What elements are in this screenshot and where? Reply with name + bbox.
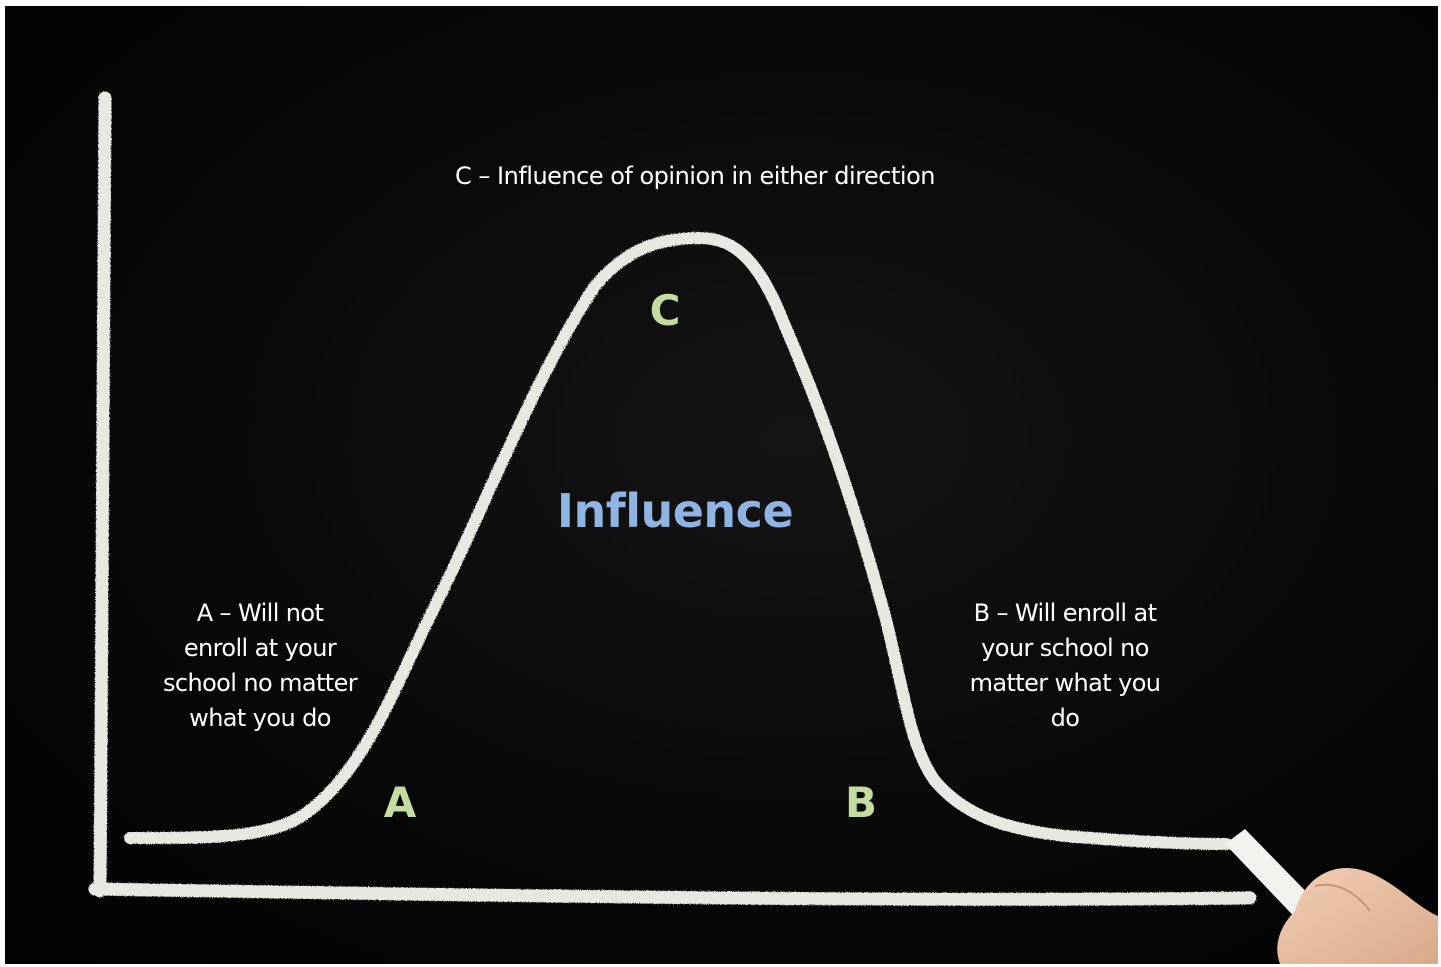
label-c: C <box>649 286 681 335</box>
description-b-line: matter what you <box>969 669 1161 697</box>
influence-label: Influence <box>556 484 794 538</box>
hand-holding-chalk <box>1225 829 1438 964</box>
bell-curve <box>124 232 1233 850</box>
description-b: B – Will enroll at your school no matter… <box>940 596 1190 736</box>
description-a-line: A – Will not <box>196 599 324 627</box>
label-b: B <box>844 778 877 827</box>
description-b-line: your school no <box>981 634 1149 662</box>
description-b-line: B – Will enroll at <box>973 599 1157 627</box>
description-a-line: school no matter <box>162 669 358 697</box>
chalk-drawing <box>88 91 1438 964</box>
description-b-line: do <box>1050 704 1080 732</box>
y-axis <box>93 91 112 898</box>
caption-c: C – Influence of opinion in either direc… <box>455 162 935 190</box>
description-a: A – Will not enroll at your school no ma… <box>140 596 380 736</box>
description-a-line: what you do <box>189 704 331 732</box>
label-a: A <box>383 778 417 827</box>
description-a-line: enroll at your <box>183 634 337 662</box>
x-axis <box>88 882 1257 906</box>
chalkboard: C – Influence of opinion in either direc… <box>5 6 1438 964</box>
